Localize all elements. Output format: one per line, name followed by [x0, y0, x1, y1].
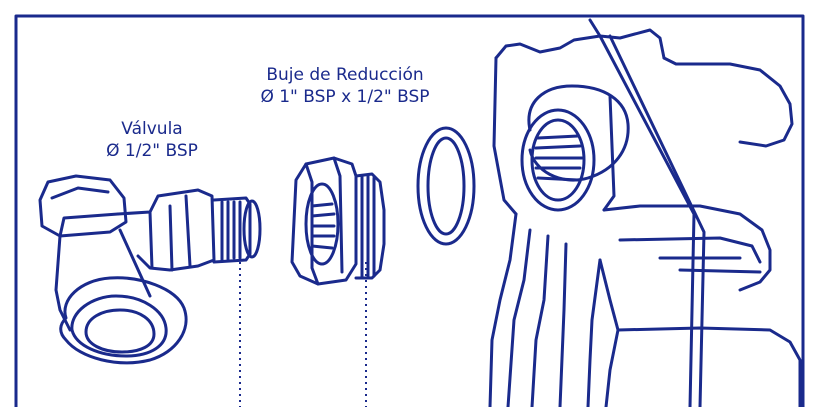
- valve-label: Válvula Ø 1/2" BSP: [72, 118, 232, 162]
- gasket-ring-illustration: [416, 126, 476, 246]
- bush-name-text: Buje de Reducción: [266, 65, 424, 85]
- radiator-illustration: [488, 18, 802, 407]
- reduction-bush-illustration: [290, 156, 386, 286]
- valve-name-text: Válvula: [121, 119, 183, 139]
- valve-size-text: Ø 1/2" BSP: [106, 141, 198, 161]
- diagram-border: [14, 14, 805, 407]
- reduction-bush-label: Buje de Reducción Ø 1" BSP x 1/2" BSP: [215, 64, 475, 108]
- bush-size-text: Ø 1" BSP x 1/2" BSP: [260, 87, 430, 107]
- valve-illustration: [38, 174, 262, 365]
